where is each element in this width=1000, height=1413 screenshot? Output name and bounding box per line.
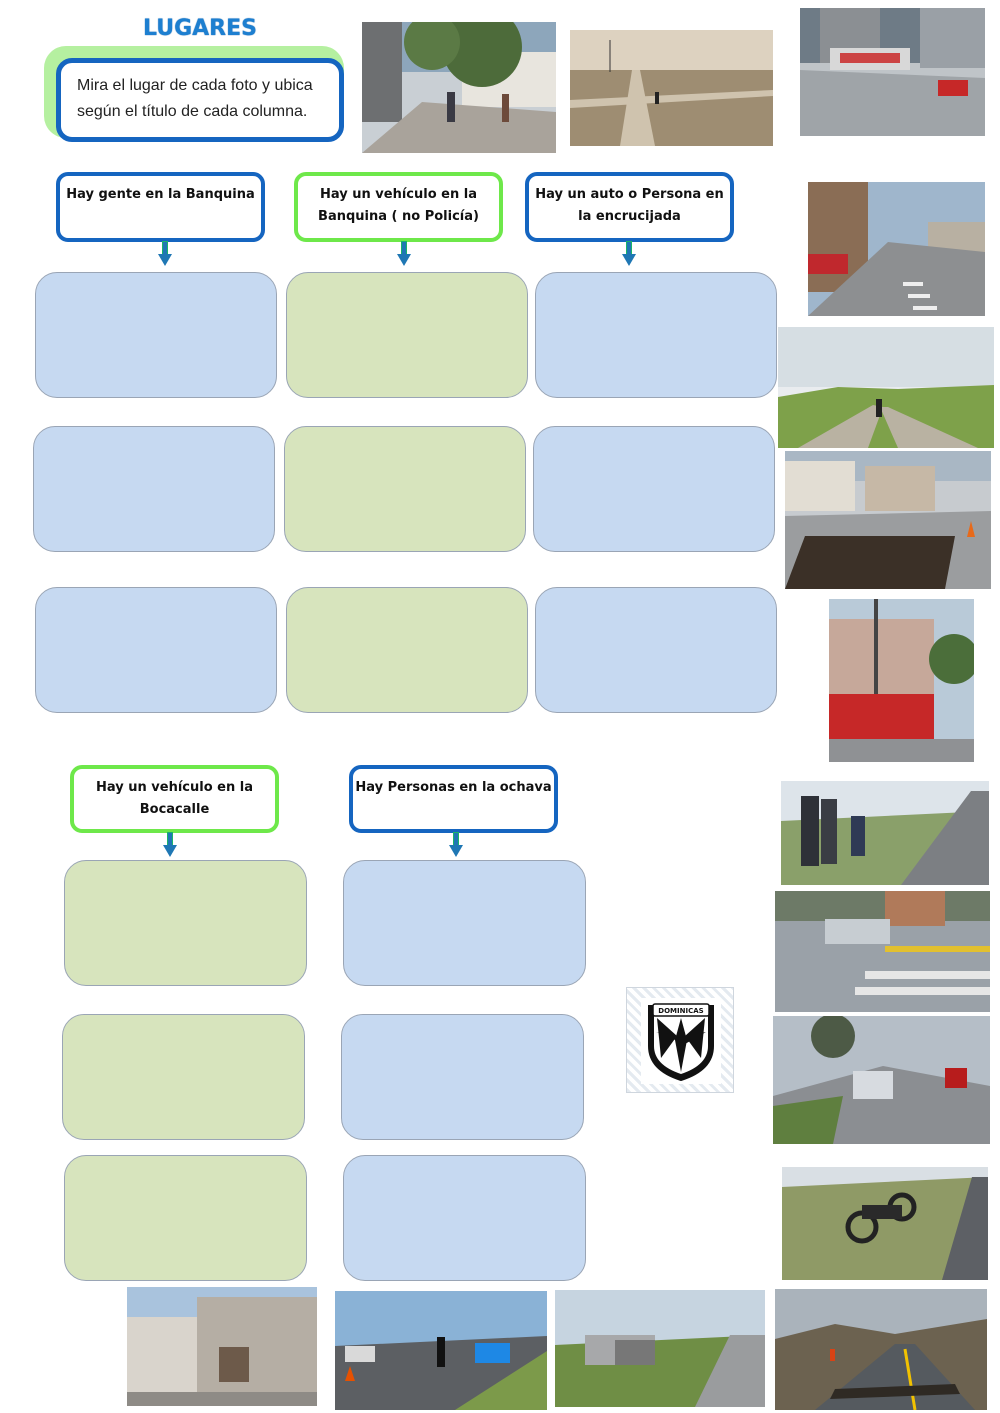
header-people-shoulder: Hay gente en la Banquina — [56, 172, 265, 242]
header-vehicle-shoulder-label: Hay un vehículo en la Banquina ( no Poli… — [318, 187, 479, 224]
drop-zone-vehicle-bocacalle-1[interactable] — [64, 860, 307, 986]
arrow-down-icon — [622, 241, 636, 267]
crashed-truck-photo[interactable] — [555, 1290, 765, 1407]
motorcycle-shoulder-photo[interactable] — [782, 1167, 988, 1280]
highway-traffic-photo[interactable] — [773, 1016, 990, 1144]
drop-zone-crossroad-1[interactable] — [535, 272, 777, 398]
svg-text:DOMINICAS: DOMINICAS — [658, 1007, 703, 1015]
drop-zone-people-shoulder-2[interactable] — [33, 426, 275, 552]
sidewalk-street-photo[interactable] — [362, 22, 556, 153]
drop-zone-people-ochava-2[interactable] — [341, 1014, 584, 1140]
corner-repair-photo[interactable] — [785, 451, 991, 589]
arrow-down-icon — [449, 832, 463, 858]
drop-zone-people-shoulder-1[interactable] — [35, 272, 277, 398]
drop-zone-people-ochava-1[interactable] — [343, 860, 586, 986]
roadside-workers-photo[interactable] — [781, 781, 989, 885]
crosswalk-street-photo[interactable] — [808, 182, 985, 316]
shield-cross-icon: DOMINICAS — [641, 998, 721, 1084]
header-crossroad: Hay un auto o Persona en la encrucijada — [525, 172, 734, 242]
header-vehicle-bocacalle: Hay un vehículo en la Bocacalle — [70, 765, 279, 833]
page-title: LUGARES — [143, 16, 257, 41]
header-people-shoulder-label: Hay gente en la Banquina — [66, 187, 255, 202]
arrow-down-icon — [397, 241, 411, 267]
drop-zone-vehicle-bocacalle-3[interactable] — [64, 1155, 307, 1281]
instructions-text: Mira el lugar de cada foto y ubica según… — [77, 77, 313, 120]
old-corner-house-photo[interactable] — [127, 1287, 317, 1406]
drop-zone-people-shoulder-3[interactable] — [35, 587, 277, 713]
drop-zone-people-ochava-3[interactable] — [343, 1155, 586, 1281]
drop-zone-crossroad-2[interactable] — [533, 426, 775, 552]
forked-path-photo[interactable] — [778, 327, 994, 448]
drop-zone-crossroad-3[interactable] — [535, 587, 777, 713]
speed-bump-crossing-photo[interactable] — [775, 891, 990, 1012]
instructions-box: Mira el lugar de cada foto y ubica según… — [56, 58, 344, 142]
header-crossroad-label: Hay un auto o Persona en la encrucijada — [535, 187, 724, 224]
drop-zone-vehicle-bocacalle-2[interactable] — [62, 1014, 305, 1140]
crossroad-field-photo[interactable] — [570, 30, 773, 146]
police-checkpoint-photo[interactable] — [335, 1291, 547, 1410]
header-people-ochava-label: Hay Personas en la ochava — [355, 780, 552, 795]
school-logo: DOMINICAS — [626, 987, 734, 1093]
drop-zone-vehicle-shoulder-2[interactable] — [284, 426, 526, 552]
drop-zone-vehicle-shoulder-3[interactable] — [286, 587, 528, 713]
arrow-down-icon — [158, 241, 172, 267]
header-people-ochava: Hay Personas en la ochava — [349, 765, 558, 833]
corner-building-photo[interactable] — [829, 599, 974, 762]
cracked-road-photo[interactable] — [775, 1289, 987, 1410]
city-intersection-photo[interactable] — [800, 8, 985, 136]
header-vehicle-bocacalle-label: Hay un vehículo en la Bocacalle — [96, 780, 253, 817]
arrow-down-icon — [163, 832, 177, 858]
drop-zone-vehicle-shoulder-1[interactable] — [286, 272, 528, 398]
header-vehicle-shoulder: Hay un vehículo en la Banquina ( no Poli… — [294, 172, 503, 242]
